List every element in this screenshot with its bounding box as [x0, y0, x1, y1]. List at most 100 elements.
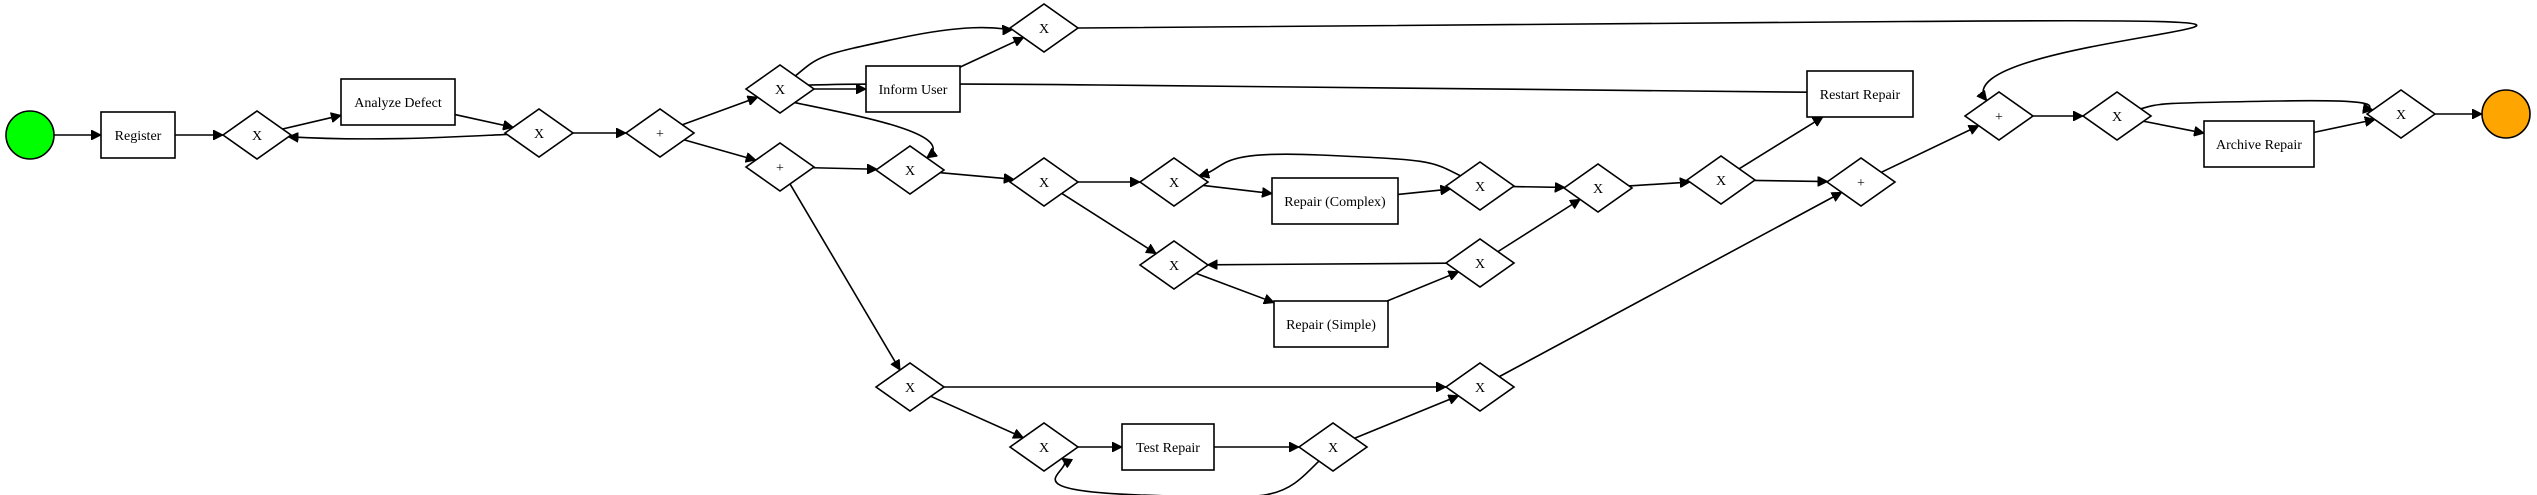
gateway-label: X	[1039, 22, 1049, 37]
exclusive-gateway-g11: X	[1562, 163, 1634, 213]
gateway-label: X	[2112, 110, 2122, 125]
gateway-label: +	[1857, 176, 1865, 191]
edge-g3-to-g4	[794, 28, 1012, 77]
task-box	[865, 65, 961, 113]
gateway-diamond	[1825, 157, 1897, 207]
gateway-label: +	[1995, 110, 2003, 125]
edge-g11-to-g12	[1629, 182, 1690, 186]
gateway-label: X	[1475, 257, 1485, 272]
edge-g15-to-g16	[1354, 396, 1459, 439]
edge-g7-to-repair_complex	[1203, 184, 1272, 193]
edge-repair_complex-to-g8	[1397, 189, 1450, 196]
gateway-diamond	[624, 108, 696, 158]
edge-g13-to-g14	[930, 395, 1023, 437]
task-box	[340, 78, 456, 126]
task-label: Test Repair	[1136, 441, 1200, 456]
gateway-diamond	[1444, 161, 1516, 211]
exclusive-gateway-g16: X	[1444, 362, 1516, 412]
gateway-label: X	[2396, 108, 2406, 123]
parallel-gateway-p4: +	[1963, 91, 2035, 141]
exclusive-gateway-g4: X	[1008, 3, 1080, 53]
edge-archive-to-g18	[2313, 120, 2375, 134]
start-event	[5, 110, 55, 160]
gateway-diamond	[1444, 362, 1516, 412]
edge-g10-to-g11	[1497, 198, 1580, 253]
gateway-label: X	[252, 129, 262, 144]
gateway-label: X	[534, 127, 544, 142]
edge-g16-to-p3	[1498, 191, 1841, 378]
exclusive-gateway-g6: X	[1008, 157, 1080, 207]
gateway-diamond	[2081, 91, 2153, 141]
edge-p3-to-p4	[1880, 124, 1978, 174]
task-register: Register	[100, 111, 176, 159]
gateway-label: X	[1593, 182, 1603, 197]
gateway-diamond	[744, 64, 816, 114]
gateway-label: +	[776, 161, 784, 176]
parallel-gateway-p2: +	[744, 142, 816, 192]
gateway-diamond	[1444, 238, 1516, 288]
gateway-diamond	[1008, 3, 1080, 53]
edge-g5-to-g6	[940, 171, 1014, 180]
edge-g1-to-analyze	[282, 115, 341, 130]
task-box	[100, 111, 176, 159]
edge-analyze-to-g2	[454, 113, 513, 128]
gateway-diamond	[744, 142, 816, 192]
edge-p1-to-p2	[684, 139, 755, 160]
gateway-label: X	[1716, 174, 1726, 189]
gateway-diamond	[874, 145, 946, 195]
gateway-label: X	[1475, 381, 1485, 396]
gateway-diamond	[1008, 422, 1080, 472]
edge-p2-to-g5	[812, 168, 877, 169]
exclusive-gateway-g15: X	[1297, 422, 1369, 472]
edge-p1-to-g3	[682, 97, 757, 126]
end-event-circle	[2481, 89, 2531, 139]
edge-g4-to-p4	[1077, 19, 2198, 101]
edge-g6-to-g9	[1061, 192, 1156, 255]
task-inform: Inform User	[865, 65, 961, 113]
gateway-diamond	[503, 108, 575, 158]
exclusive-gateway-g8: X	[1444, 161, 1516, 211]
exclusive-gateway-g7: X	[1138, 157, 1210, 207]
gateway-label: X	[1328, 441, 1338, 456]
gateway-diamond	[2365, 89, 2437, 139]
task-archive: Archive Repair	[2203, 120, 2315, 168]
edge-g10-to-g9	[1208, 263, 1447, 265]
gateway-label: X	[905, 381, 915, 396]
task-label: Restart Repair	[1820, 88, 1901, 103]
task-box	[1273, 300, 1389, 348]
task-label: Archive Repair	[2216, 138, 2302, 153]
exclusive-gateway-g10: X	[1444, 238, 1516, 288]
gateway-label: X	[775, 83, 785, 98]
edge-g17-to-archive	[2143, 120, 2204, 133]
gateway-diamond	[1138, 240, 1210, 290]
edge-p2-to-g13	[789, 183, 901, 370]
exclusive-gateway-g3: X	[744, 64, 816, 114]
exclusive-gateway-g12: X	[1685, 155, 1757, 205]
task-box	[2203, 120, 2315, 168]
edges-layer	[54, 19, 2482, 495]
task-box	[1271, 177, 1399, 225]
edge-g8-to-g11	[1513, 187, 1565, 188]
task-label: Repair (Simple)	[1286, 318, 1376, 333]
task-repair-simple: Repair (Simple)	[1273, 300, 1389, 348]
gateway-diamond	[1963, 91, 2035, 141]
gateway-label: X	[1475, 180, 1485, 195]
task-box	[1121, 423, 1215, 471]
exclusive-gateway-g17: X	[2081, 91, 2153, 141]
task-test: Test Repair	[1121, 423, 1215, 471]
gateway-diamond	[874, 362, 946, 412]
parallel-gateway-p1: +	[624, 108, 696, 158]
gateway-diamond	[1008, 157, 1080, 207]
edge-repair_simple-to-g10	[1386, 272, 1458, 302]
gateway-diamond	[1297, 422, 1369, 472]
task-restart: Restart Repair	[1806, 70, 1914, 118]
gateway-label: X	[1039, 441, 1049, 456]
edge-g17-to-g18	[2140, 99, 2373, 110]
exclusive-gateway-g14: X	[1008, 422, 1080, 472]
task-repair-complex: Repair (Complex)	[1271, 177, 1399, 225]
exclusive-gateway-g13: X	[874, 362, 946, 412]
exclusive-gateway-g1: X	[221, 110, 293, 160]
parallel-gateway-p3: +	[1825, 157, 1897, 207]
